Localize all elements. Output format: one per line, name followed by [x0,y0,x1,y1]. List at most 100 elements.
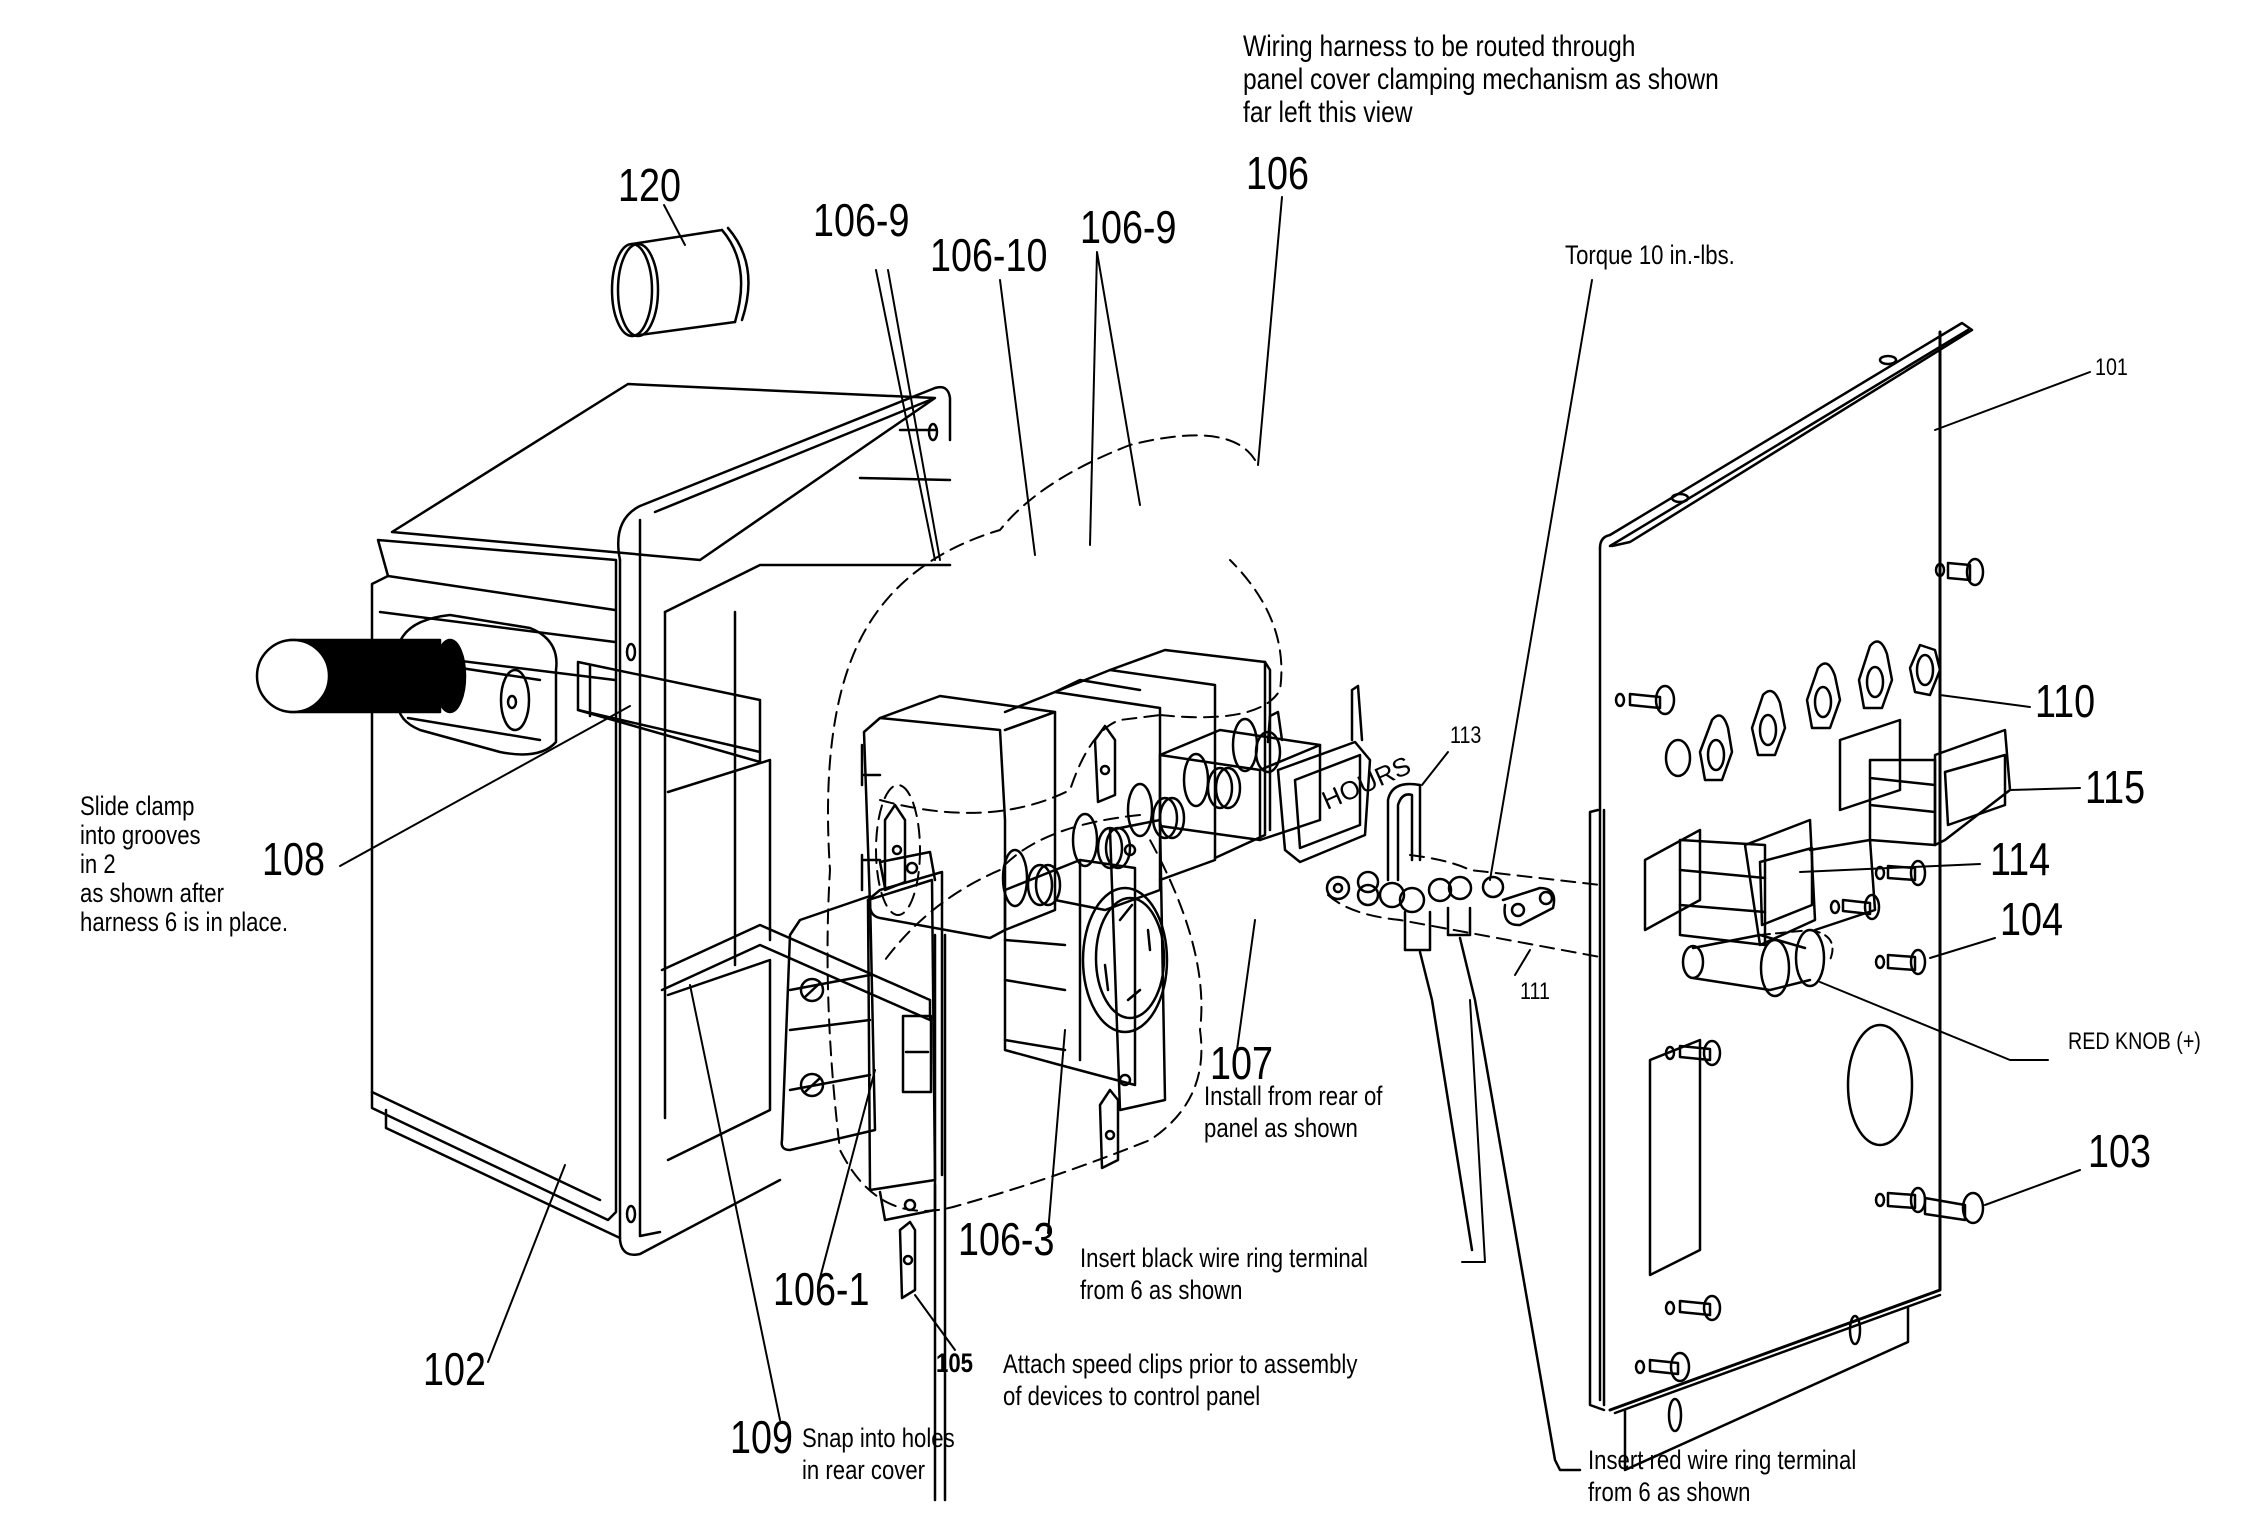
screw [1664,1294,1722,1322]
part-106-9-breaker-right [1108,648,1282,860]
part-106-3-twistlock-receptacle [1003,818,1169,1112]
leader-105 [914,1294,956,1351]
leader-red-knob [1819,981,2049,1061]
red-wire-line-1: Insert red wire ring terminal [1588,1445,1857,1475]
callout-114: 114 [1990,833,2051,885]
part-113-jumper-wire [1386,782,1422,882]
hex-nut [1805,662,1842,730]
mounting-rod [933,933,947,1502]
leader-108 [339,705,631,867]
install-rear-line-2: panel as shown [1204,1113,1358,1143]
leader-106-9-right [1089,251,1141,546]
callout-103: 103 [2088,1125,2151,1177]
callout-120: 120 [618,159,681,211]
leader-103 [1984,1169,2081,1206]
part-107-hour-meter [1158,684,1372,864]
slide-clamp-line-4: as shown after [80,878,224,908]
callout-106-1: 106-1 [773,1263,870,1315]
leader-113 [1421,751,1449,786]
red-wire-note: Insert red wire ring terminal from 6 as … [1588,1444,1856,1508]
ring-terminal-wires [1403,906,1582,1472]
leader-120 [663,204,686,246]
part-106-9-breaker-middle [1058,668,1217,882]
red-knob-terminal [1681,928,1834,998]
leader-109 [689,984,781,1421]
leader-106-1 [819,1069,876,1279]
install-rear-line-1: Install from rear of [1204,1081,1383,1111]
part-120-plug-cap [610,226,750,338]
snap-holes-note: Snap into holes in rear cover [802,1422,955,1486]
harness-routing-line-3: far left this view [1243,96,1413,129]
callout-104: 104 [2000,893,2063,945]
callout-113: 113 [1450,722,1482,749]
callout-106-3: 106-3 [958,1213,1055,1265]
harness-routing-note: Wiring harness to be routed through pane… [1243,30,1719,129]
part-110-hex-nuts [1698,640,1942,782]
screw [1874,1186,1985,1225]
leader-106-9-left [875,269,941,561]
callout-106-9-right: 106-9 [1080,201,1177,253]
callout-110: 110 [2035,675,2096,727]
part-102-enclosure [370,382,952,1256]
red-knob-note: RED KNOB (+) [2068,1028,2201,1055]
snap-holes-line-1: Snap into holes [802,1423,955,1453]
leader-107 [1236,919,1256,1051]
leader-106-3 [1047,1029,1066,1234]
part-105-speed-clips [883,724,1120,1300]
callout-105: 105 [936,1348,973,1378]
part-106-9-breaker-left [860,694,1062,940]
callout-101: 101 [2095,354,2128,381]
screws-103-104 [1614,557,1985,1383]
black-wire-line-2: from 6 as shown [1080,1275,1243,1305]
hex-nut [1750,689,1787,757]
black-wire-note: Insert black wire ring terminal from 6 a… [1080,1242,1368,1306]
harness-routing-line-2: panel cover clamping mechanism as shown [1243,63,1719,96]
speed-clips-line-2: of devices to control panel [1003,1381,1261,1411]
speed-clips-line-1: Attach speed clips prior to assembly [1003,1349,1358,1379]
hex-nut [1857,640,1894,710]
snap-holes-line-2: in rear cover [802,1455,926,1485]
part-111-terminal-strip [1325,854,1601,958]
leader-111 [1514,949,1531,976]
screw [1634,1351,1691,1383]
callout-115: 115 [2085,761,2146,813]
callout-109: 109 [730,1411,793,1463]
leader-black-wire [1461,999,1486,1263]
torque-note: Torque 10 in.-lbs. [1565,240,1735,270]
hex-nut [1698,714,1734,782]
screw [1934,557,1985,587]
callout-108: 108 [262,833,325,885]
callout-106-9-left: 106-9 [813,194,910,246]
callout-102: 102 [423,1343,486,1395]
screw [1874,948,1927,976]
leader-106 [1257,196,1283,466]
callout-111: 111 [1520,978,1550,1005]
speed-clips-note: Attach speed clips prior to assembly of … [1003,1348,1357,1412]
part-106-1-gfci-receptacle [780,850,944,1222]
callout-106-10: 106-10 [930,229,1048,281]
slide-clamp-line-1: Slide clamp [80,791,195,821]
part-115-rocker-switch [1838,718,2012,847]
slide-clamp-line-5: harness 6 is in place. [80,907,288,937]
leader-lines [339,196,2091,1421]
screw [1829,893,1881,921]
leader-102 [487,1164,566,1363]
part-101-control-panel [1588,321,1974,1472]
slide-clamp-line-2: into grooves [80,820,201,850]
screw [1664,1039,1722,1067]
slide-clamp-note: Slide clamp into grooves in 2 as shown a… [80,792,288,937]
black-wire-line-1: Insert black wire ring terminal [1080,1243,1368,1273]
screw [1614,684,1676,716]
red-wire-line-2: from 6 as shown [1588,1477,1751,1507]
leader-101 [1934,371,2091,431]
leader-106-10 [999,279,1036,556]
part-114-rocker-switch [1643,818,1877,947]
leader-110 [1939,694,2031,708]
leader-115 [2009,787,2081,791]
hex-nut [1908,643,1942,697]
screw [1874,859,1927,887]
leader-104 [1929,937,1996,959]
part-108-cable-clamp [255,613,762,764]
install-rear-note: Install from rear of panel as shown [1204,1080,1382,1144]
